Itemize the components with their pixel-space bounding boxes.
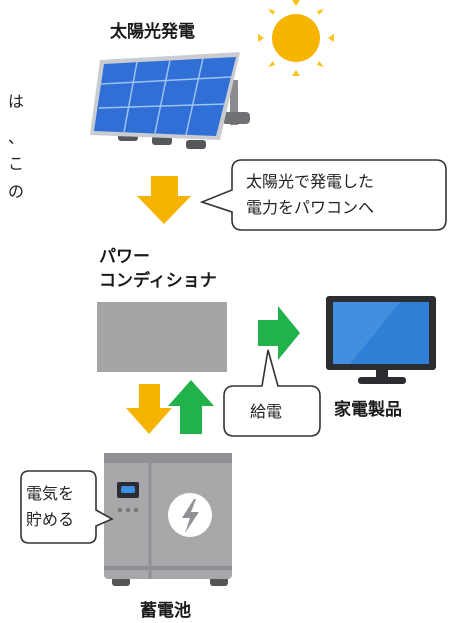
battery-icon: [104, 453, 232, 586]
arrow-up-battery-to-pc: [168, 380, 214, 434]
bubble-solar-line2: 電力をパワコンへ: [246, 198, 375, 217]
bubble-supply-text: 給電: [250, 402, 283, 421]
edge-fragment-3: こ: [8, 154, 25, 173]
edge-fragment-1: は: [8, 92, 25, 111]
edge-fragment-2: 、: [8, 128, 25, 147]
bubble-solar-line1: 太陽光で発電した: [246, 172, 375, 191]
speech-bubble-solar: [199, 159, 447, 231]
label-solar: 太陽光発電: [110, 22, 195, 42]
label-battery: 蓄電池: [140, 601, 191, 621]
arrow-down-pc-to-battery: [126, 384, 172, 434]
bubble-storage-line2: 貯める: [26, 510, 75, 529]
label-power-conditioner-line2: コンディショナ: [99, 271, 217, 291]
arrow-right-pc-to-appliance: [258, 306, 300, 360]
speech-bubble-supply: [223, 349, 321, 437]
arrow-down-solar-to-pc: [137, 176, 191, 224]
sun-icon: [258, 0, 334, 76]
label-power-conditioner-line1: パワー: [99, 247, 150, 267]
power-conditioner-box: [97, 302, 227, 372]
tv-icon: [326, 296, 436, 384]
solar-panel-icon: [90, 52, 250, 149]
bubble-storage-line1: 電気を: [26, 484, 75, 503]
speech-bubble-storage: [20, 470, 114, 544]
edge-fragment-4: の: [8, 182, 25, 201]
label-appliance: 家電製品: [334, 400, 402, 420]
